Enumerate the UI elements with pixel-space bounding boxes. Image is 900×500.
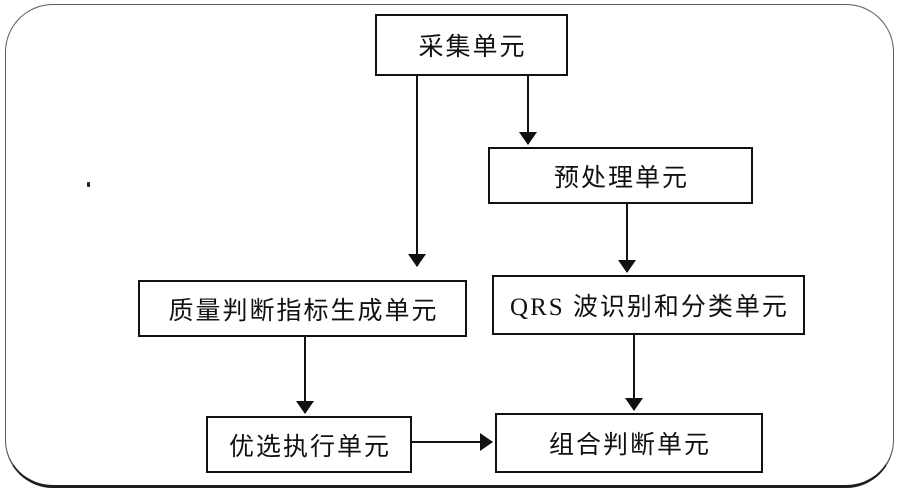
node-collection-unit: 采集单元	[375, 14, 568, 76]
figure-border	[5, 4, 894, 488]
node-combined-judgment-unit: 组合判断单元	[495, 413, 763, 473]
node-quality-index-generation-unit: 质量判断指标生成单元	[138, 280, 467, 337]
node-qrs-detection-classification-unit: QRS 波识别和分类单元	[492, 275, 805, 335]
node-preprocessing-unit: 预处理单元	[488, 147, 753, 204]
scan-speck	[87, 182, 90, 187]
node-optimal-selection-execution-unit: 优选执行单元	[206, 416, 412, 473]
